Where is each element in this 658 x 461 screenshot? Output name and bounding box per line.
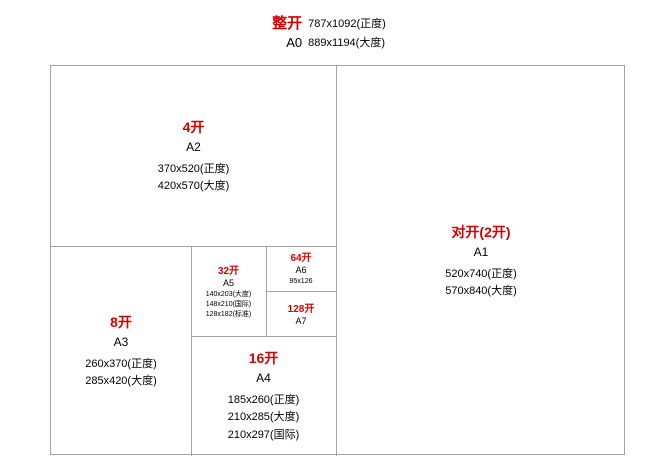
panel-a6-name: A6 xyxy=(295,265,307,276)
panel-a3-size: 285x420(大度) xyxy=(85,375,157,387)
panel-a1-name: A1 xyxy=(473,244,489,259)
panel-a2-name: A2 xyxy=(186,139,201,154)
divider-a4-horizontal xyxy=(191,336,336,337)
a0-sheet-outline: 4开 A2 370x520(正度) 420x570(大度) 对开(2开) A1 … xyxy=(50,65,626,456)
panel-a2-kai: 4开 xyxy=(182,118,205,135)
panel-a5-name: A5 xyxy=(222,277,234,288)
panel-a6: 64开 A6 95x126 xyxy=(266,246,336,291)
title-size-zhengdu: 787x1092(正度) xyxy=(308,17,386,30)
title-kai-label: 整开 xyxy=(272,15,303,32)
panel-a5-size: 148x210(国际) xyxy=(205,300,252,308)
panel-a1-kai: 对开(2开) xyxy=(451,223,511,240)
panel-a3-size: 260x370(正度) xyxy=(85,357,157,370)
panel-a7-name: A7 xyxy=(295,315,307,326)
panel-a1-size: 570x840(大度) xyxy=(445,285,517,297)
panel-a4-kai: 16开 xyxy=(248,350,279,367)
divider-a3-vertical xyxy=(191,246,192,456)
title-size-dadu: 889x1194(大度) xyxy=(308,37,386,49)
title-a0-label: A0 xyxy=(286,34,303,50)
panel-a4-name: A4 xyxy=(256,371,271,386)
panel-a2-size: 420x570(大度) xyxy=(157,180,230,192)
panel-a4-size: 210x297(国际) xyxy=(227,428,300,441)
panel-a4-size: 210x285(大度) xyxy=(227,411,300,424)
panel-a5-kai: 32开 xyxy=(217,265,240,277)
divider-a6-horizontal xyxy=(266,291,336,292)
panel-a5: 32开 A5 140x203(大度) 148x210(国际) 128x182(标… xyxy=(191,246,266,336)
panel-a6-kai: 64开 xyxy=(290,253,312,265)
panel-a6-size: 95x126 xyxy=(289,278,313,286)
panel-a4: 16开 A4 185x260(正度) 210x285(大度) 210x297(国… xyxy=(191,336,336,456)
panel-a5-size: 128x182(标准) xyxy=(205,311,252,319)
diagram-title: 整开 787x1092(正度) A0 889x1194(大度) xyxy=(0,12,658,50)
panel-a4-size: 185x260(正度) xyxy=(227,394,300,407)
panel-a3: 8开 A3 260x370(正度) 285x420(大度) xyxy=(51,246,191,456)
panel-a3-kai: 8开 xyxy=(110,313,132,330)
panel-a7: 128开 A7 xyxy=(266,291,336,336)
panel-a1-size: 520x740(正度) xyxy=(445,267,517,280)
panel-a1: 对开(2开) A1 520x740(正度) 570x840(大度) xyxy=(336,66,626,456)
panel-a3-name: A3 xyxy=(113,334,129,349)
panel-a2-size: 370x520(正度) xyxy=(157,162,230,175)
panel-a5-size: 140x203(大度) xyxy=(205,290,252,298)
divider-a2-horizontal xyxy=(51,246,336,247)
divider-a1-vertical xyxy=(336,66,337,456)
panel-a2: 4开 A2 370x520(正度) 420x570(大度) xyxy=(51,66,336,246)
panel-a7-kai: 128开 xyxy=(287,303,315,315)
